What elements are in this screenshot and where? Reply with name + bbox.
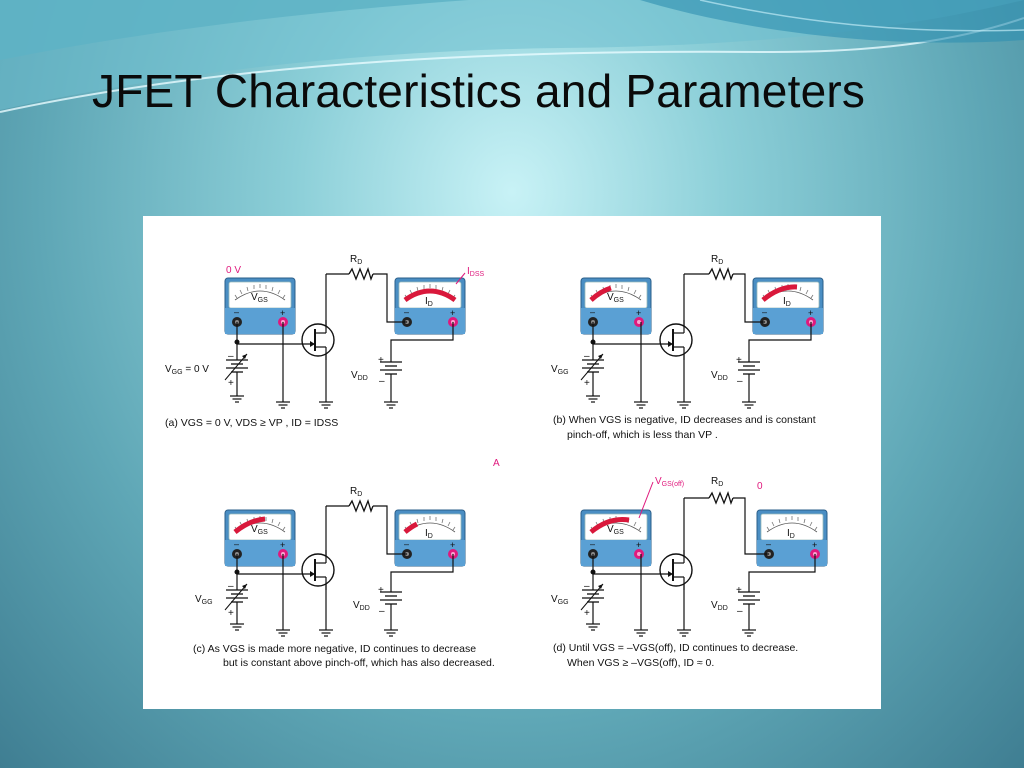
svg-text:ID: ID — [425, 296, 433, 308]
svg-text:+: + — [736, 355, 742, 366]
vdd-sub: DD — [358, 375, 368, 382]
caption-a: (a) VGS = 0 V, VDS ≥ VP , ID = IDSS — [165, 417, 338, 429]
svg-text:+: + — [228, 608, 234, 619]
svg-text:ID: ID — [783, 296, 791, 308]
vgs-reading: V — [655, 476, 662, 487]
vgg-label: V — [551, 364, 558, 375]
panel-c: VGS ID RD – + VGG — [193, 486, 495, 669]
svg-text:VDD: VDD — [711, 600, 728, 612]
id-meter: ID — [394, 277, 466, 335]
svg-text:VGS(off): VGS(off) — [655, 476, 684, 488]
svg-text:VGG: VGG — [195, 594, 213, 606]
svg-text:VDD: VDD — [351, 370, 368, 382]
rd-label: R — [711, 254, 718, 265]
id-reading-sub: DSS — [470, 271, 485, 278]
vdd-sub: DD — [718, 605, 728, 612]
id-meter: ID — [756, 509, 828, 567]
rd-sub: D — [718, 259, 723, 266]
caption-d-line1: (d) Until VGS = –VGS(off), ID continues … — [553, 642, 798, 654]
caption-b-line1: (b) When VGS is negative, ID decreases a… — [553, 414, 816, 426]
id-meter-sub: D — [786, 301, 791, 308]
slide-title: JFET Characteristics and Parameters — [92, 65, 866, 117]
svg-text:–: – — [737, 376, 743, 387]
vgs-meter: VGS — [224, 277, 296, 335]
vgs-meter-sub: GS — [258, 529, 268, 536]
svg-text:IDSS: IDSS — [467, 266, 485, 278]
svg-text:+: + — [378, 585, 384, 596]
vgg-label: V — [551, 594, 558, 605]
figure-letter: A — [493, 458, 500, 469]
vgg-value: = 0 V — [183, 364, 210, 375]
id-meter-sub: D — [428, 301, 433, 308]
svg-text:RD: RD — [711, 476, 723, 488]
svg-text:+: + — [584, 608, 590, 619]
vgg-sub: GG — [558, 369, 569, 376]
rd-label: R — [350, 254, 357, 265]
vdd-label: V — [353, 600, 360, 611]
id-value: 0 — [757, 481, 763, 492]
vgs-reading-sub: GS(off) — [662, 481, 684, 488]
caption-d-line2: When VGS ≥ –VGS(off), ID ≈ 0. — [567, 657, 714, 669]
vgs-meter-sub: GS — [614, 297, 624, 304]
vdd-label: V — [351, 370, 358, 381]
vgs-meter-sub: GS — [258, 297, 268, 304]
svg-text:–: – — [379, 376, 385, 387]
svg-text:+: + — [584, 378, 590, 389]
vdd-sub: DD — [718, 375, 728, 382]
svg-text:–: – — [737, 606, 743, 617]
vgs-meter: VGS — [224, 509, 296, 567]
svg-text:+: + — [736, 585, 742, 596]
panel-d: VGS VGS(off) ID 0 RD — [551, 476, 828, 669]
svg-text:VDD: VDD — [711, 370, 728, 382]
rd-label: R — [711, 476, 718, 487]
vgs-meter: VGS — [580, 509, 652, 567]
vgg-sub: GG — [558, 599, 569, 606]
id-meter-sub: D — [790, 533, 795, 540]
svg-text:VGG: VGG — [551, 364, 569, 376]
vdd-sub: DD — [360, 605, 370, 612]
vgs-meter: VGS — [580, 277, 652, 335]
svg-text:ID: ID — [787, 528, 795, 540]
svg-text:–: – — [584, 351, 590, 362]
svg-text:RD: RD — [711, 254, 723, 266]
vgs-reading: 0 V — [226, 265, 241, 276]
vdd-label: V — [711, 370, 718, 381]
svg-text:VGG: VGG — [551, 594, 569, 606]
svg-text:+: + — [228, 378, 234, 389]
caption-c-line1: (c) As VGS is made more negative, ID con… — [193, 643, 476, 655]
svg-text:VGG = 0 V: VGG = 0 V — [165, 364, 209, 376]
svg-text:RD: RD — [350, 486, 362, 498]
vgs-meter-sub: GS — [614, 529, 624, 536]
rd-sub: D — [718, 481, 723, 488]
svg-text:–: – — [228, 581, 234, 592]
svg-text:+: + — [378, 355, 384, 366]
id-meter-sub: D — [428, 533, 433, 540]
svg-text:–: – — [228, 351, 234, 362]
jfet-circuit-diagrams: – + — [165, 254, 828, 669]
panel-b: VGS ID RD – + VGG — [551, 254, 824, 441]
jfet-figure: – + — [143, 216, 881, 709]
rd-label: R — [350, 486, 357, 497]
id-meter: ID — [394, 509, 466, 567]
svg-text:VDD: VDD — [353, 600, 370, 612]
rd-sub: D — [357, 491, 362, 498]
vgg-label: V — [195, 594, 202, 605]
id-meter: ID — [752, 277, 824, 335]
svg-text:–: – — [584, 581, 590, 592]
rd-sub: D — [357, 259, 362, 266]
svg-text:ID: ID — [425, 528, 433, 540]
caption-c-line2: but is constant above pinch-off, which h… — [223, 657, 495, 669]
vgg-label: V — [165, 364, 172, 375]
panel-a: VGS 0 V ID IDSS RD — [165, 254, 485, 429]
svg-text:RD: RD — [350, 254, 362, 266]
vdd-label: V — [711, 600, 718, 611]
vgg-sub: GG — [202, 599, 213, 606]
caption-b-line2: pinch-off, which is less than VP . — [567, 429, 718, 441]
svg-text:–: – — [379, 606, 385, 617]
vgg-sub: GG — [172, 369, 183, 376]
